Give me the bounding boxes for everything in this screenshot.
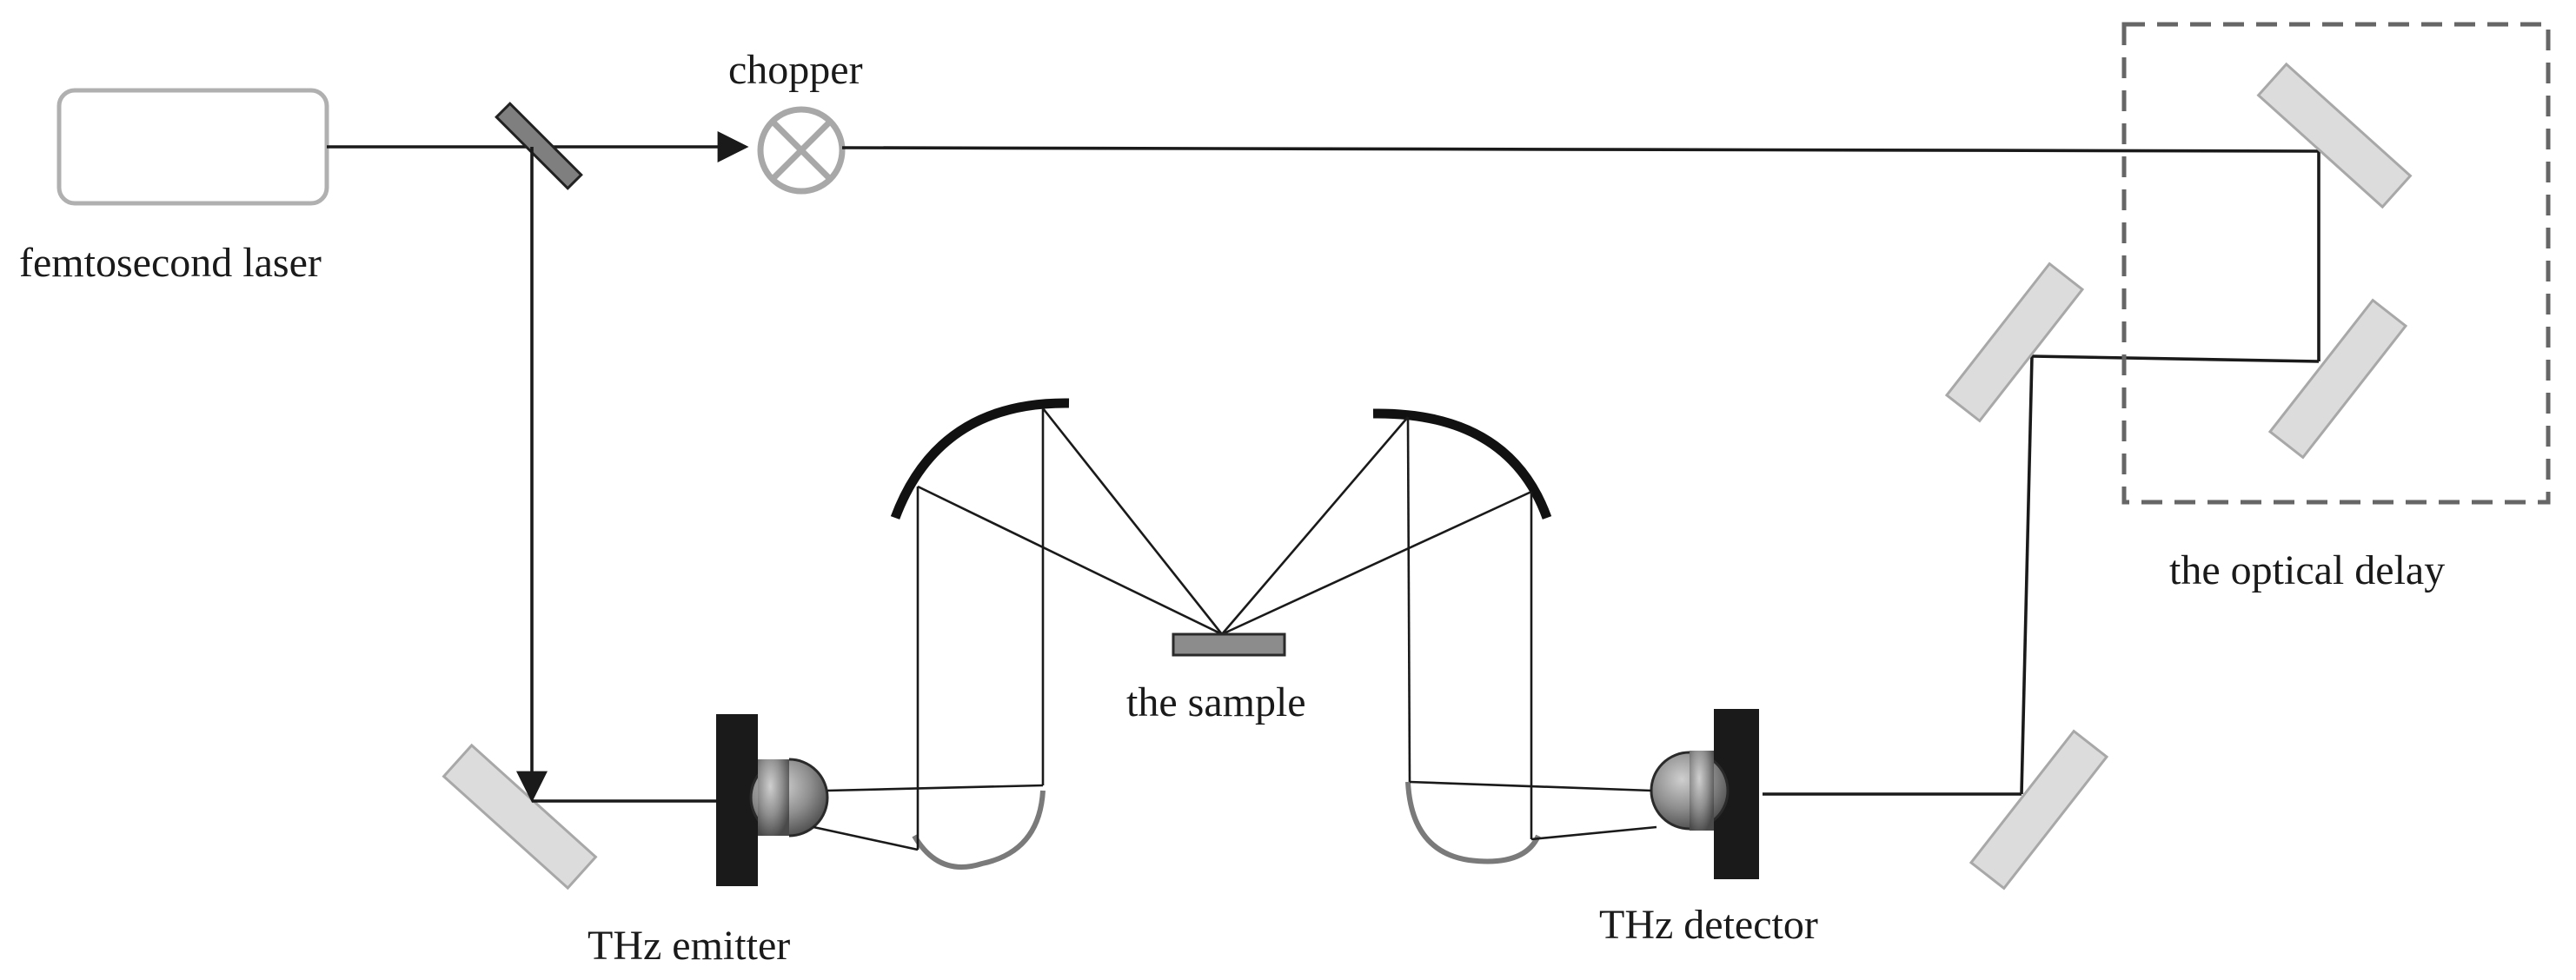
ray-focus-right-1 — [1221, 416, 1409, 635]
ray-focus-left-1 — [917, 485, 1223, 636]
chopper-label: chopper — [728, 47, 863, 93]
ray-detector-upper — [1409, 780, 1652, 792]
beam-chopper-to-delay — [841, 146, 2320, 153]
small-parabolic-mirror-left — [912, 790, 1046, 870]
detector-label: THz detector — [1599, 902, 1818, 948]
thz-emitter — [716, 714, 829, 886]
mirror-lower-left — [442, 743, 598, 891]
ray-emitter-upper — [827, 784, 1044, 792]
small-parabolic-mirror-right — [1405, 781, 1541, 864]
laser-box — [56, 88, 329, 206]
emitter-label: THz emitter — [588, 923, 790, 969]
optical-delay-box — [2121, 22, 2551, 505]
ray-focus-right-2 — [1221, 490, 1532, 636]
thz-detector — [1650, 709, 1759, 879]
sample-label: the sample — [1126, 679, 1306, 725]
delay-mirror-top — [2256, 62, 2413, 209]
parabolic-mirror-right — [1372, 408, 1552, 520]
mirror-upper-right — [1944, 262, 2085, 423]
beam-delay-return — [2031, 354, 2320, 363]
beam-delay-down — [2020, 355, 2034, 795]
sample — [1172, 632, 1286, 657]
chopper-icon — [757, 106, 846, 195]
ray-focus-left-2 — [1041, 407, 1224, 635]
delay-label: the optical delay — [2169, 547, 2445, 593]
laser-label: femtosecond laser — [19, 240, 322, 286]
delay-mirror-bottom — [2267, 298, 2408, 460]
ray-detector-lower — [1530, 825, 1657, 841]
ray-emitter-lower — [813, 825, 919, 851]
ray-collimated-right-1 — [1406, 416, 1411, 783]
parabolic-mirror-left — [890, 398, 1070, 520]
mirror-lower-right — [1969, 729, 2109, 891]
